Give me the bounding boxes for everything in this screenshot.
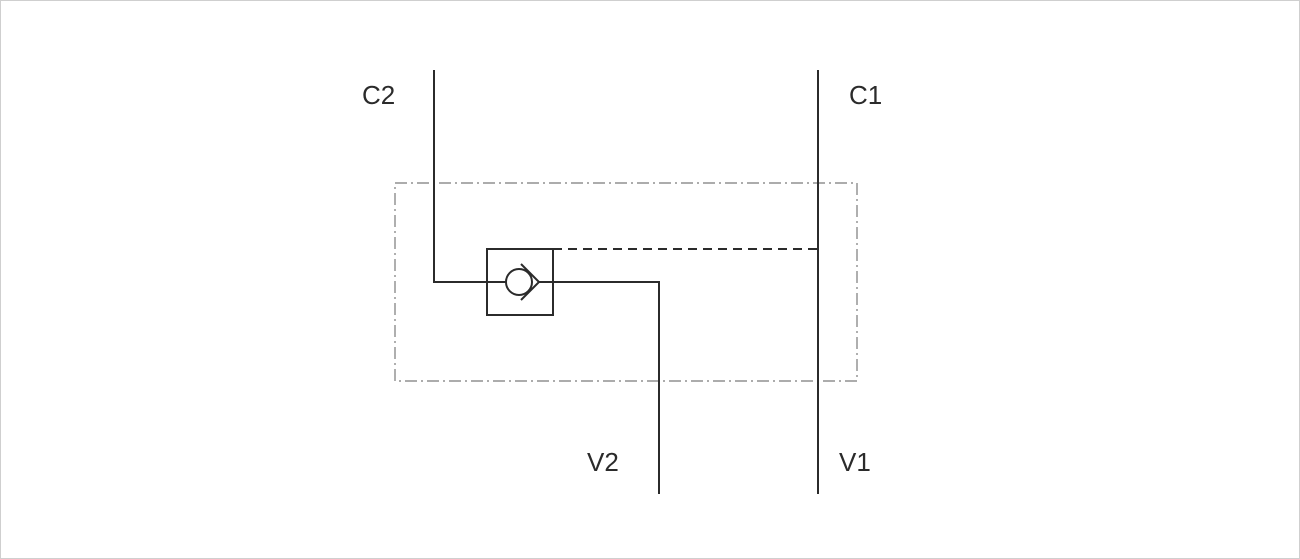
v2-line [553, 281, 660, 494]
c2-line [433, 70, 487, 283]
label-v1: V1 [839, 447, 871, 477]
label-v2: V2 [587, 447, 619, 477]
valve-body-boundary [394, 182, 858, 382]
check-valve-ball [505, 268, 533, 296]
label-c1: C1 [849, 80, 882, 110]
label-c2: C2 [362, 80, 395, 110]
check-valve [486, 248, 554, 316]
